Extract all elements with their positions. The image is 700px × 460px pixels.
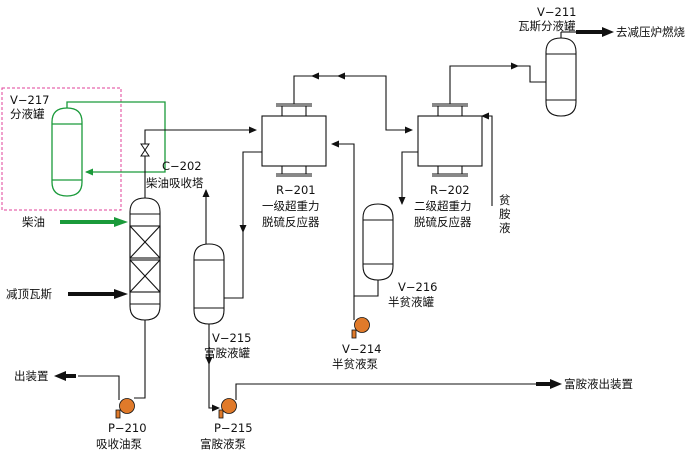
rich-amine-arrowhead bbox=[550, 379, 562, 389]
v214-pump bbox=[351, 317, 370, 339]
lean-amine-line bbox=[481, 112, 493, 206]
r201-name-line1: 一级超重力 bbox=[262, 199, 320, 213]
v217-name-label: 分液罐 bbox=[10, 107, 45, 121]
diesel-in-arrowhead bbox=[114, 217, 128, 227]
r201-tag-label: R−201 bbox=[276, 183, 316, 197]
valve-icon bbox=[140, 143, 150, 157]
c202-tag-label: C−202 bbox=[162, 159, 202, 173]
p215-name-label: 富胺液泵 bbox=[200, 437, 246, 451]
p215-tag-label: P−215 bbox=[214, 421, 253, 435]
v215-name-label: 富胺液罐 bbox=[204, 346, 250, 360]
v211-name-label: 瓦斯分液罐 bbox=[518, 19, 576, 33]
v216-name-label: 半贫液罐 bbox=[388, 295, 434, 309]
v211-vessel bbox=[545, 37, 577, 117]
r202-tag-label: R−202 bbox=[430, 183, 470, 197]
v217-highlight-box bbox=[1, 87, 122, 211]
to-furnace-label: 去减压炉燃烧 bbox=[616, 25, 685, 39]
v217-vessel bbox=[51, 107, 83, 197]
r202-gas-out-line bbox=[449, 65, 546, 104]
r202-reactor bbox=[417, 103, 483, 177]
v217-tag-label: V−217 bbox=[10, 93, 49, 107]
rich-amine-out-line bbox=[235, 383, 552, 400]
r201-liquid-line bbox=[239, 151, 262, 233]
out-unit-label: 出装置 bbox=[14, 369, 49, 383]
out-unit-arrowhead bbox=[54, 371, 66, 381]
c202-name-label: 柴油吸收塔 bbox=[146, 176, 204, 190]
v217-return-line bbox=[66, 101, 166, 176]
vac-gas-in-label: 减顶瓦斯 bbox=[6, 287, 52, 301]
r201-name-line2: 脱硫反应器 bbox=[262, 215, 320, 229]
r202-name-line2: 脱硫反应器 bbox=[414, 215, 472, 229]
p210-pump bbox=[115, 398, 135, 419]
v214-name-label: 半贫液泵 bbox=[332, 357, 378, 371]
v216-tag-label: V−216 bbox=[398, 280, 437, 294]
v215-tag-label: V−215 bbox=[212, 331, 251, 345]
rich-amine-out-label: 富胺液出装置 bbox=[564, 377, 633, 391]
p210-discharge-line bbox=[78, 375, 120, 400]
lean-amine-label: 贫胺液 bbox=[499, 193, 511, 235]
v216-vessel bbox=[362, 203, 394, 281]
p210-name-label: 吸收油泵 bbox=[96, 437, 142, 451]
c202-bottom-line bbox=[134, 320, 146, 399]
p215-pump bbox=[218, 398, 237, 419]
c202-overhead-line bbox=[144, 126, 257, 198]
r202-liquid-line bbox=[398, 151, 418, 205]
diesel-in-label: 柴油 bbox=[22, 215, 45, 229]
r201-gas-out-line bbox=[293, 75, 413, 134]
v215-vessel bbox=[193, 243, 225, 325]
p210-tag-label: P−210 bbox=[108, 421, 147, 435]
v211-tag-label: V−211 bbox=[537, 5, 576, 19]
v214-tag-label: V−214 bbox=[342, 342, 381, 356]
vac-gas-in-arrowhead bbox=[114, 289, 128, 299]
r202-name-line1: 二级超重力 bbox=[414, 199, 472, 213]
c202-column bbox=[129, 197, 161, 321]
to-furnace-arrowhead bbox=[602, 27, 614, 37]
r201-to-v215 bbox=[224, 232, 244, 299]
r201-reactor bbox=[261, 103, 327, 177]
